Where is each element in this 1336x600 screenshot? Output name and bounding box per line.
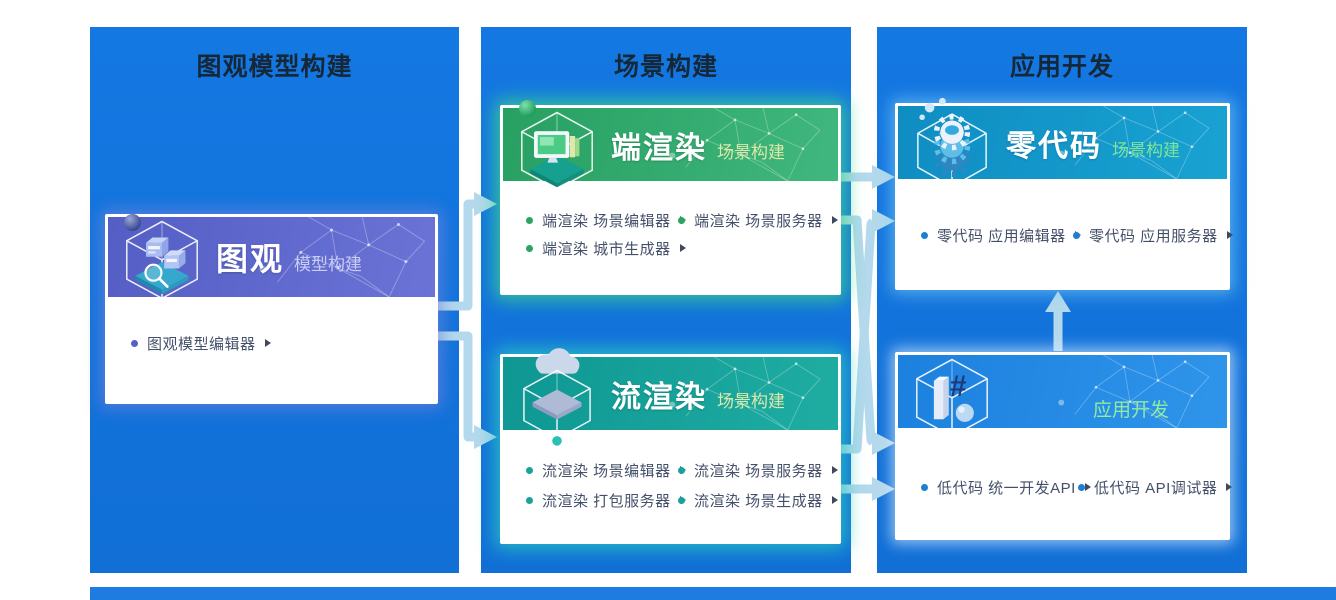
dot-icon bbox=[1073, 231, 1080, 239]
triangle-right-icon bbox=[1084, 483, 1091, 491]
card-title: 流渲染 bbox=[611, 380, 707, 414]
card-tuguan-body: 图观模型编辑器 bbox=[108, 297, 435, 353]
dot-icon bbox=[526, 466, 533, 474]
column-title: 场景构建 bbox=[613, 53, 718, 81]
card-di-lowcode: # 应用开发 低代码 统一开发API 低代码 API调试器 bbox=[895, 352, 1233, 540]
column-title: 图观模型构建 bbox=[196, 53, 353, 81]
column-title: 应用开发 bbox=[1009, 53, 1114, 81]
arrow-tuguan-to-duan bbox=[438, 192, 497, 311]
card-di-body: 低代码 统一开发API 低代码 API调试器 bbox=[898, 428, 1233, 497]
cube-gears-icon bbox=[917, 97, 987, 188]
arrow-liu-to-ling bbox=[841, 209, 895, 454]
dot-icon bbox=[1078, 483, 1085, 491]
card-subtitle: 场景构建 bbox=[717, 142, 785, 162]
card-title: 端渲染 bbox=[611, 131, 707, 165]
list-item-ling-app-server[interactable]: 零代码 应用服务器 bbox=[1073, 225, 1233, 245]
card-ling-header: 零代码 场景构建 bbox=[898, 97, 1227, 188]
card-subtitle: 场景构建 bbox=[1112, 140, 1180, 160]
list-item-di-api-debugger[interactable]: 低代码 API调试器 bbox=[1078, 477, 1233, 497]
card-subtitle: 模型构建 bbox=[294, 255, 363, 274]
arrow-liu-to-di bbox=[841, 477, 895, 501]
card-title: 图观 bbox=[216, 241, 285, 277]
card-duan-body: 端渲染 场景编辑器 端渲染 场景服务器 端渲染 城市生成器 bbox=[503, 181, 838, 258]
list-item-duan-scene-editor[interactable]: 端渲染 场景编辑器 bbox=[526, 210, 686, 230]
list-item-ling-app-editor[interactable]: 零代码 应用编辑器 bbox=[921, 225, 1081, 245]
item-label: 流渲染 场景生成器 bbox=[694, 492, 823, 510]
dot-icon bbox=[526, 244, 533, 252]
model-box-1 bbox=[146, 237, 169, 257]
item-label: 流渲染 打包服务器 bbox=[542, 492, 671, 510]
item-label: 流渲染 场景服务器 bbox=[694, 462, 823, 480]
dot-icon bbox=[526, 496, 533, 504]
card-title: 零代码 bbox=[1006, 129, 1102, 163]
sphere-decoration bbox=[124, 214, 141, 231]
card-liu-body: 流渲染 场景编辑器 流渲染 场景服务器 流渲染 打包服务器 流渲染 场景 bbox=[503, 430, 838, 510]
sphere-shape bbox=[955, 403, 974, 422]
triangle-right-icon bbox=[1226, 483, 1233, 491]
list-item-liu-scene-server[interactable]: 流渲染 场景服务器 bbox=[678, 460, 838, 480]
pillar-shape bbox=[933, 380, 944, 420]
list-item-liu-scene-generator[interactable]: 流渲染 场景生成器 bbox=[678, 490, 838, 510]
arrow-di-to-ling bbox=[1045, 291, 1071, 351]
cloud-icon bbox=[535, 348, 580, 374]
list-item-di-unified-api[interactable]: 低代码 统一开发API bbox=[921, 477, 1091, 497]
bubbles-decoration bbox=[919, 97, 946, 121]
card-subtitle: 场景构建 bbox=[717, 391, 785, 411]
cube-cloud-icon bbox=[523, 348, 591, 446]
item-label: 低代码 统一开发API bbox=[937, 479, 1076, 497]
item-label: 端渲染 场景编辑器 bbox=[542, 212, 671, 230]
cube-monitor-icon bbox=[521, 111, 593, 191]
card-header-label: 应用开发 bbox=[1092, 400, 1169, 421]
cube-pillar-hash-icon: # bbox=[916, 358, 988, 438]
dot-icon bbox=[678, 216, 685, 224]
dot-icon bbox=[526, 216, 533, 224]
cube-model-magnifier-icon bbox=[126, 220, 198, 300]
card-tuguan-header: 图观 模型构建 bbox=[108, 214, 435, 300]
item-label: 端渲染 城市生成器 bbox=[542, 240, 671, 258]
dot-icon bbox=[678, 466, 685, 474]
triangle-right-icon bbox=[831, 496, 838, 504]
dot-icon bbox=[921, 231, 928, 239]
card-liu-render: 流渲染 场景构建 流渲染 场景编辑器 流渲染 场景服务器 bbox=[500, 348, 841, 544]
card-duan-render: 端渲染 场景构建 端渲染 场景编辑器 端渲染 场景服务器 bbox=[500, 100, 841, 295]
item-label: 低代码 API调试器 bbox=[1094, 479, 1218, 497]
triangle-right-icon bbox=[264, 339, 271, 347]
side-panel-decoration bbox=[569, 136, 576, 158]
dot-icon bbox=[921, 483, 928, 491]
card-liu-header: 流渲染 场景构建 bbox=[503, 348, 838, 446]
sphere-decoration bbox=[519, 100, 536, 117]
dot-icon bbox=[131, 339, 138, 347]
card-duan-header: 端渲染 场景构建 bbox=[503, 100, 838, 191]
list-item-duan-scene-server[interactable]: 端渲染 场景服务器 bbox=[678, 210, 838, 230]
gears-stack bbox=[933, 114, 971, 177]
item-label: 端渲染 场景服务器 bbox=[694, 212, 823, 230]
arrow-duan-to-ling bbox=[841, 165, 895, 189]
item-label: 流渲染 场景编辑器 bbox=[542, 462, 671, 480]
card-tuguan-model: 图观 模型构建 图观模型编辑器 bbox=[105, 214, 438, 404]
list-item-liu-scene-editor[interactable]: 流渲染 场景编辑器 bbox=[526, 460, 686, 480]
dot-icon bbox=[678, 496, 685, 504]
bottom-section-strip bbox=[90, 587, 1336, 600]
model-box-2 bbox=[164, 250, 186, 269]
list-item-liu-package-server[interactable]: 流渲染 打包服务器 bbox=[526, 490, 686, 510]
card-di-header: # 应用开发 bbox=[898, 355, 1227, 438]
item-label: 零代码 应用编辑器 bbox=[937, 227, 1066, 245]
card-ling-nocode: 零代码 场景构建 零代码 应用编辑器 零代码 应用服务器 bbox=[895, 97, 1233, 290]
hash-glyph: # bbox=[950, 370, 967, 403]
magnifier-icon bbox=[144, 263, 163, 282]
triangle-right-icon bbox=[831, 216, 838, 224]
item-label: 图观模型编辑器 bbox=[147, 335, 256, 353]
list-item-duan-city-generator[interactable]: 端渲染 城市生成器 bbox=[526, 238, 686, 258]
arrow-tuguan-to-liu bbox=[438, 331, 497, 449]
triangle-right-icon bbox=[679, 244, 686, 252]
triangle-right-icon bbox=[1226, 231, 1233, 239]
list-item-tuguan-editor[interactable]: 图观模型编辑器 bbox=[131, 333, 271, 353]
item-label: 零代码 应用服务器 bbox=[1089, 227, 1218, 245]
triangle-right-icon bbox=[831, 466, 838, 474]
card-ling-body: 零代码 应用编辑器 零代码 应用服务器 bbox=[898, 179, 1233, 245]
